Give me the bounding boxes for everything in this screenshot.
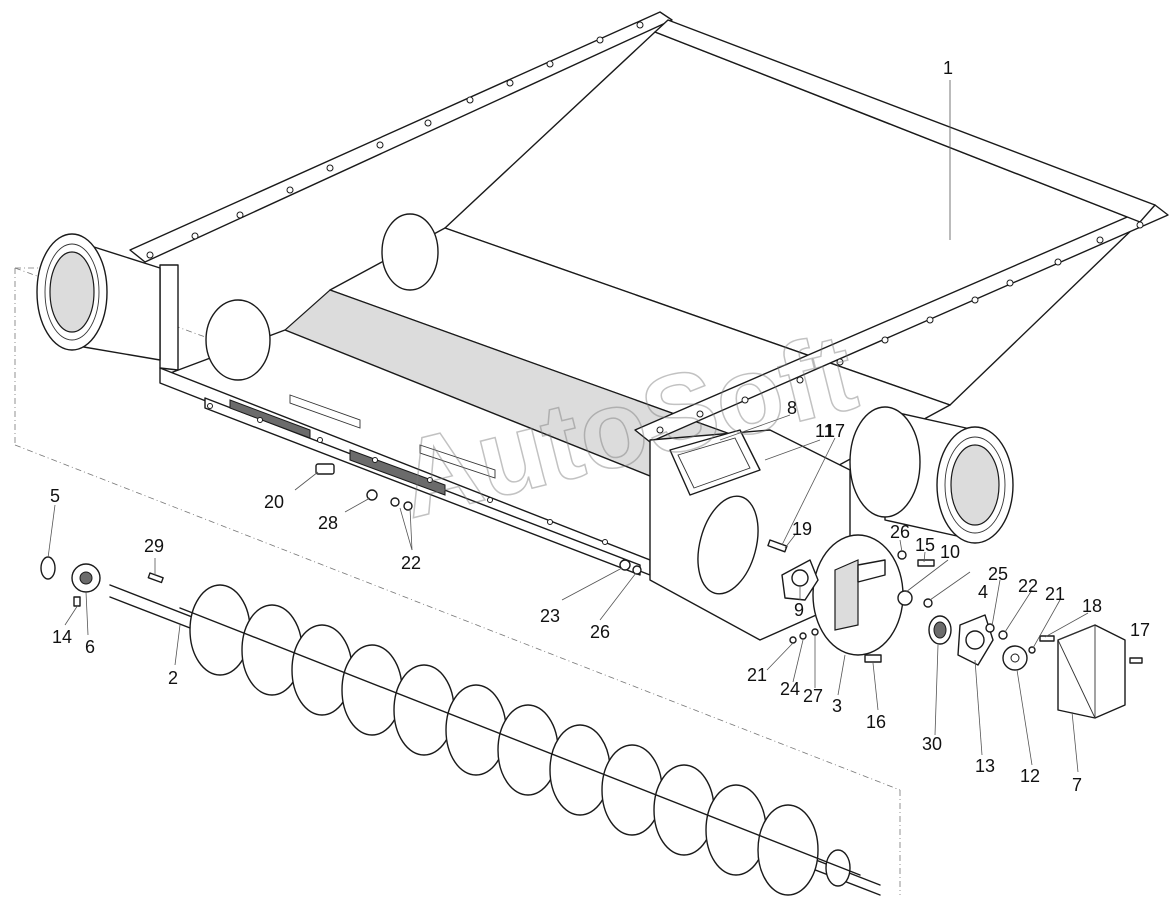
callout-24: 24 [780,679,800,699]
callout-29: 29 [144,536,164,556]
callout-9: 9 [794,600,804,620]
callout-labels: 1 2 3 4 5 6 7 8 9 10 11 12 13 14 15 16 1… [50,58,1150,795]
callout-22-right: 22 [1018,576,1038,596]
callout-27: 27 [803,686,823,706]
callout-17-right: 17 [1130,620,1150,640]
hopper-housing [129,11,1169,641]
right-tube-outlet [849,406,1014,544]
callout-11: 11 [815,421,834,441]
callout-19: 19 [792,519,812,539]
callout-20: 20 [264,492,284,512]
right-end-parts [767,534,1143,719]
callout-21-right: 21 [1045,584,1065,604]
callout-13: 13 [975,756,995,776]
callout-7: 7 [1072,775,1082,795]
callout-8: 8 [787,398,797,418]
callout-2: 2 [168,668,178,688]
callout-22-left: 22 [401,553,421,573]
callout-1: 1 [943,58,953,78]
callout-28: 28 [318,513,338,533]
callout-6: 6 [85,637,95,657]
flange-holes [146,21,1144,545]
callout-30: 30 [922,734,942,754]
callout-26-bottom: 26 [590,622,610,642]
callout-15: 15 [915,535,935,555]
callout-18: 18 [1082,596,1102,616]
callout-3: 3 [832,696,842,716]
callout-5: 5 [50,486,60,506]
callout-4: 4 [978,582,988,602]
callout-12: 12 [1020,766,1040,786]
leader-lines [47,80,1089,773]
callout-16: 16 [866,712,886,732]
auger [109,584,881,896]
callout-10: 10 [940,542,960,562]
left-tube-outlet [36,233,161,361]
callout-23: 23 [540,606,560,626]
callout-21-left: 21 [747,665,767,685]
callout-26-right: 26 [890,522,910,542]
callout-14: 14 [52,627,72,647]
callout-17-top: 17 [825,421,845,441]
callout-25: 25 [988,564,1008,584]
